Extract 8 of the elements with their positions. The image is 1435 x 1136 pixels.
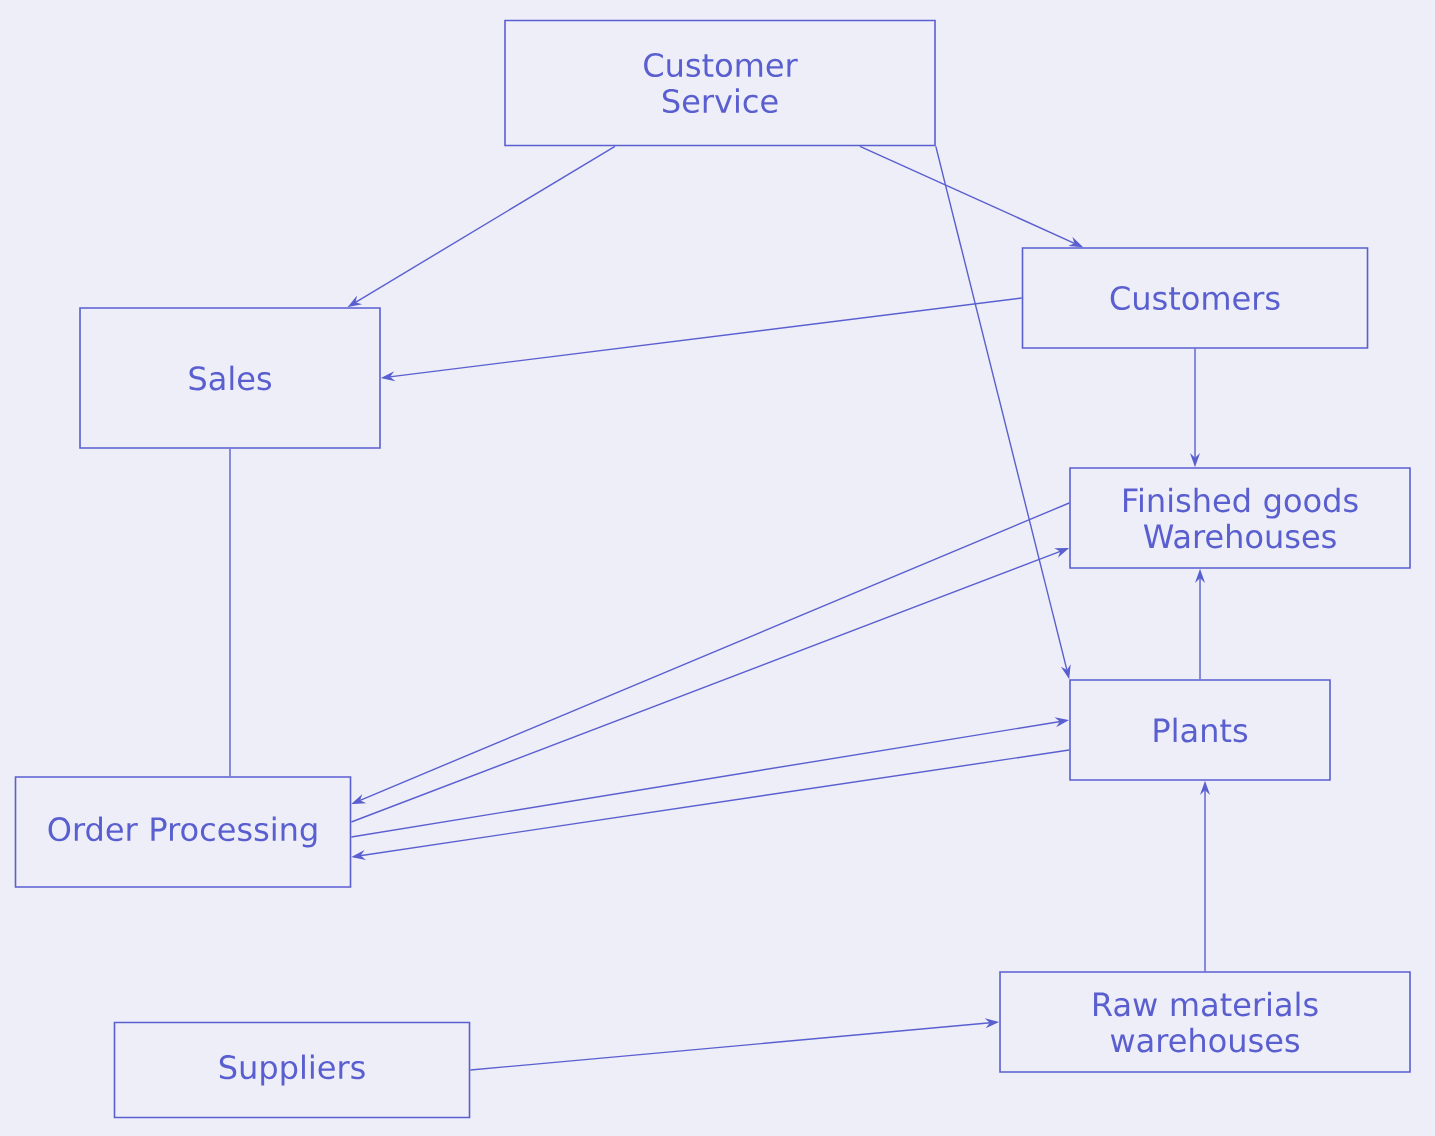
process-box: Customer Service	[504, 19, 936, 147]
process-box: Raw materials warehouses	[999, 971, 1411, 1073]
process-box: Suppliers	[113, 1021, 471, 1119]
process-box: Sales	[79, 307, 381, 449]
process-box: Customers	[1021, 247, 1369, 349]
process-box: Plants	[1069, 679, 1331, 781]
process-box: Order Processing	[14, 776, 352, 888]
process-box: Finished goods Warehouses	[1069, 467, 1411, 569]
